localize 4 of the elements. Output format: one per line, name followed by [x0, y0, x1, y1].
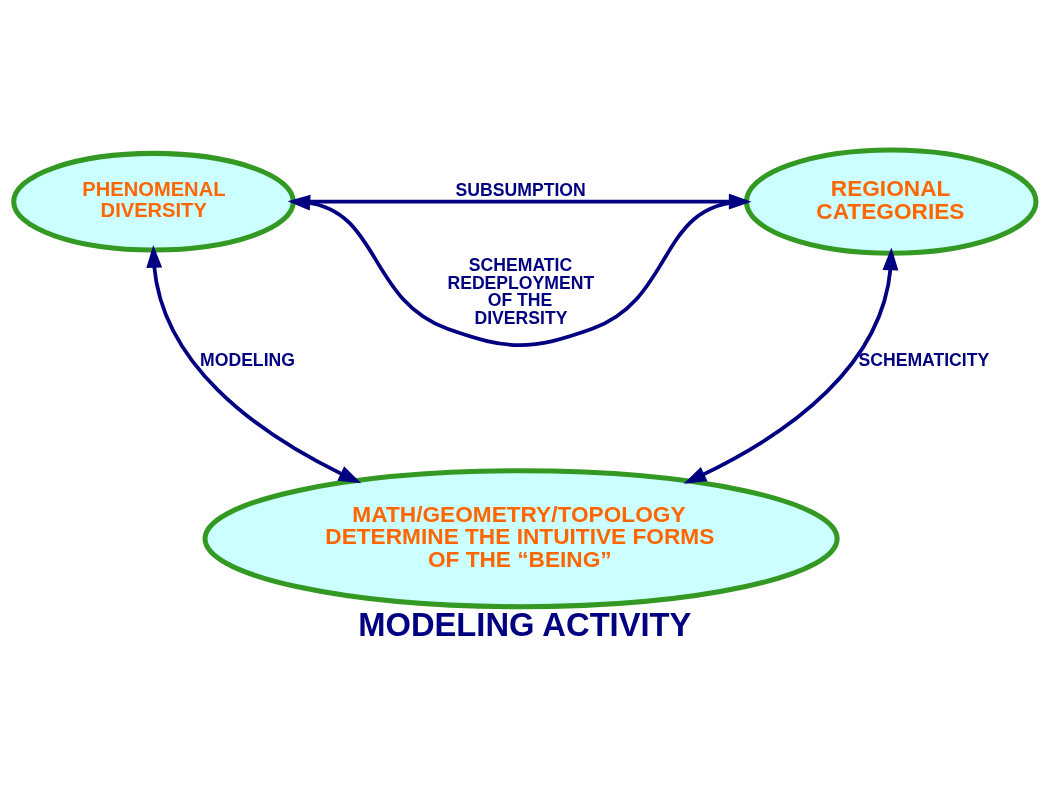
edge-label: SUBSUMPTION: [455, 179, 586, 200]
edge-label: SCHEMATICITY: [858, 349, 990, 370]
edge-label: SCHEMATIC REDEPLOYMENT OF THE DIVERSITY: [447, 254, 595, 328]
edge-label: MODELING: [200, 349, 295, 370]
